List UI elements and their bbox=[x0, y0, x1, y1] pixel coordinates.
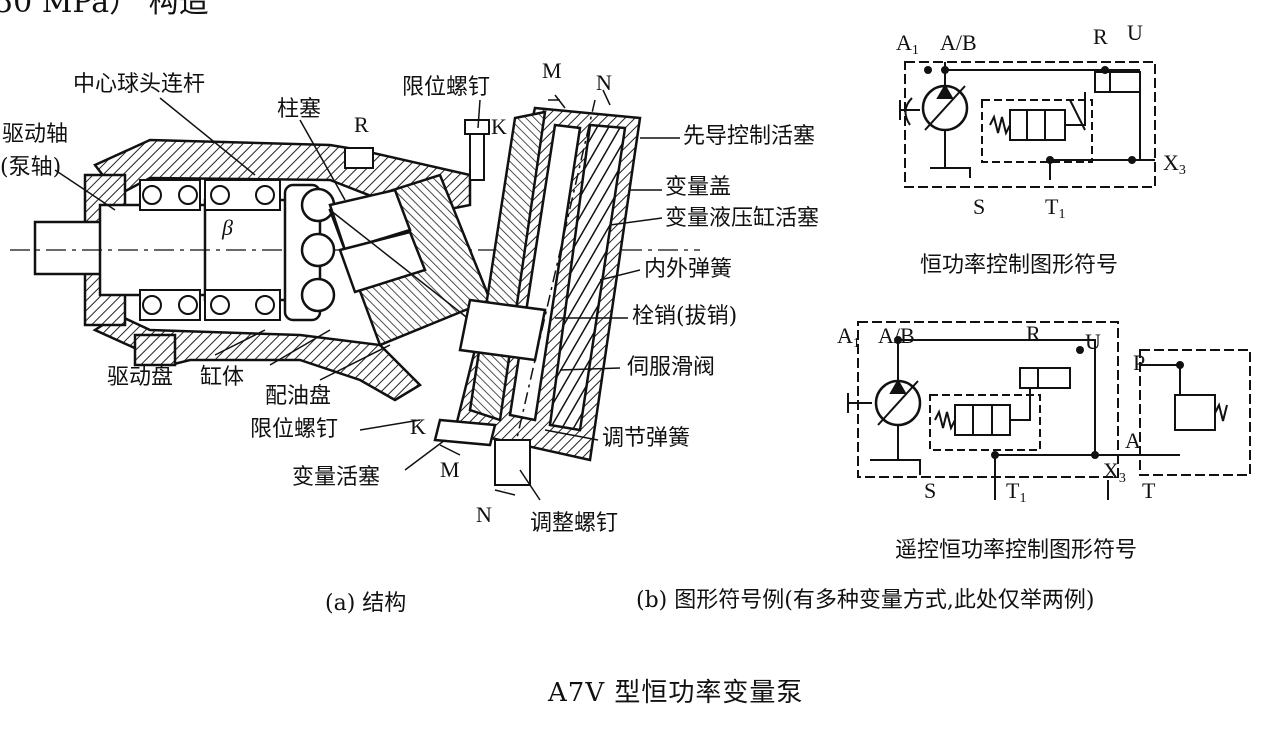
label-k-top: K bbox=[491, 114, 507, 139]
s1-label-t1: T1 bbox=[1045, 194, 1066, 222]
symbol2-relief-valve bbox=[1174, 394, 1216, 431]
symbol1-cylinder bbox=[1094, 71, 1141, 93]
s2-label-u: U bbox=[1085, 329, 1101, 354]
variable-mechanism bbox=[433, 99, 642, 491]
s2-label-s: S bbox=[924, 478, 937, 503]
caption-a: (a) 结构 bbox=[325, 591, 407, 616]
label-plunger: 柱塞 bbox=[277, 97, 322, 122]
symbol-remote-constant-power bbox=[847, 321, 1251, 500]
label-servo-valve: 伺服滑阀 bbox=[627, 355, 716, 380]
symbol2-remote-frame bbox=[1139, 349, 1251, 476]
label-pin: 栓销(拔销) bbox=[632, 304, 738, 329]
symbol-constant-power bbox=[899, 61, 1156, 188]
symbol2-cylinder bbox=[1019, 367, 1071, 389]
symbol2-caption: 遥控恒功率控制图形符号 bbox=[895, 538, 1138, 563]
s1-label-ab: A/B bbox=[940, 30, 977, 55]
symbol2-frame bbox=[857, 321, 1119, 478]
label-adjust-screw: 调整螺钉 bbox=[530, 511, 619, 536]
s2-label-t: T bbox=[1142, 478, 1156, 503]
s1-label-a1: A1 bbox=[896, 30, 919, 58]
caption-b: (b) 图形符号例(有多种变量方式,此处仅举两例) bbox=[636, 588, 1095, 613]
s1-label-r: R bbox=[1093, 24, 1108, 49]
label-beta: β bbox=[222, 215, 233, 240]
symbol2-valve bbox=[954, 404, 1011, 436]
s2-label-a: A bbox=[1125, 428, 1141, 453]
s2-label-p: P bbox=[1133, 350, 1146, 375]
bearings bbox=[139, 179, 281, 321]
label-valve-plate: 配油盘 bbox=[265, 384, 332, 409]
leader-lines bbox=[54, 89, 680, 501]
label-m-bottom: M bbox=[440, 457, 460, 482]
label-k-bottom: K bbox=[410, 414, 426, 439]
drive-disc bbox=[283, 183, 336, 322]
label-m-top: M bbox=[542, 58, 562, 83]
cylinder-block bbox=[328, 173, 492, 347]
s2-label-t1: T1 bbox=[1006, 478, 1027, 506]
s1-label-s: S bbox=[973, 194, 986, 219]
label-variable-cover: 变量盖 bbox=[665, 175, 732, 200]
figure-title: A7V 型恒功率变量泵 bbox=[548, 678, 804, 708]
label-n-top: N bbox=[596, 70, 612, 95]
s2-label-a1: A1 bbox=[837, 323, 860, 351]
label-adjust-spring: 调节弹簧 bbox=[602, 426, 691, 451]
s1-label-x3: X3 bbox=[1163, 150, 1186, 178]
label-drive-shaft: 驱动轴 bbox=[2, 122, 69, 147]
label-springs: 内外弹簧 bbox=[644, 257, 733, 282]
label-limit-screw-bottom: 限位螺钉 bbox=[250, 417, 339, 442]
label-drive-disc: 驱动盘 bbox=[107, 365, 174, 390]
label-cylinder: 缸体 bbox=[200, 365, 245, 390]
symbol1-valve bbox=[1009, 109, 1066, 141]
label-r-port: R bbox=[354, 112, 369, 137]
label-pilot-piston: 先导控制活塞 bbox=[683, 124, 816, 149]
symbol1-caption: 恒功率控制图形符号 bbox=[920, 253, 1119, 278]
s2-label-ab: A/B bbox=[878, 323, 915, 348]
label-variable-cyl-piston: 变量液压缸活塞 bbox=[665, 206, 820, 231]
label-limit-screw-top: 限位螺钉 bbox=[402, 75, 491, 100]
symbol1-frame bbox=[904, 61, 1156, 188]
header-fragment: 50 MPa） 构造 bbox=[0, 0, 209, 20]
s2-label-r: R bbox=[1026, 321, 1041, 346]
s1-label-u: U bbox=[1127, 20, 1143, 45]
label-pump-shaft: (泵轴) bbox=[0, 155, 62, 180]
label-variable-piston: 变量活塞 bbox=[292, 465, 381, 490]
label-center-ball-rod: 中心球头连杆 bbox=[73, 72, 206, 97]
label-n-bottom: N bbox=[476, 502, 492, 527]
s2-label-x3: X3 bbox=[1103, 458, 1126, 486]
